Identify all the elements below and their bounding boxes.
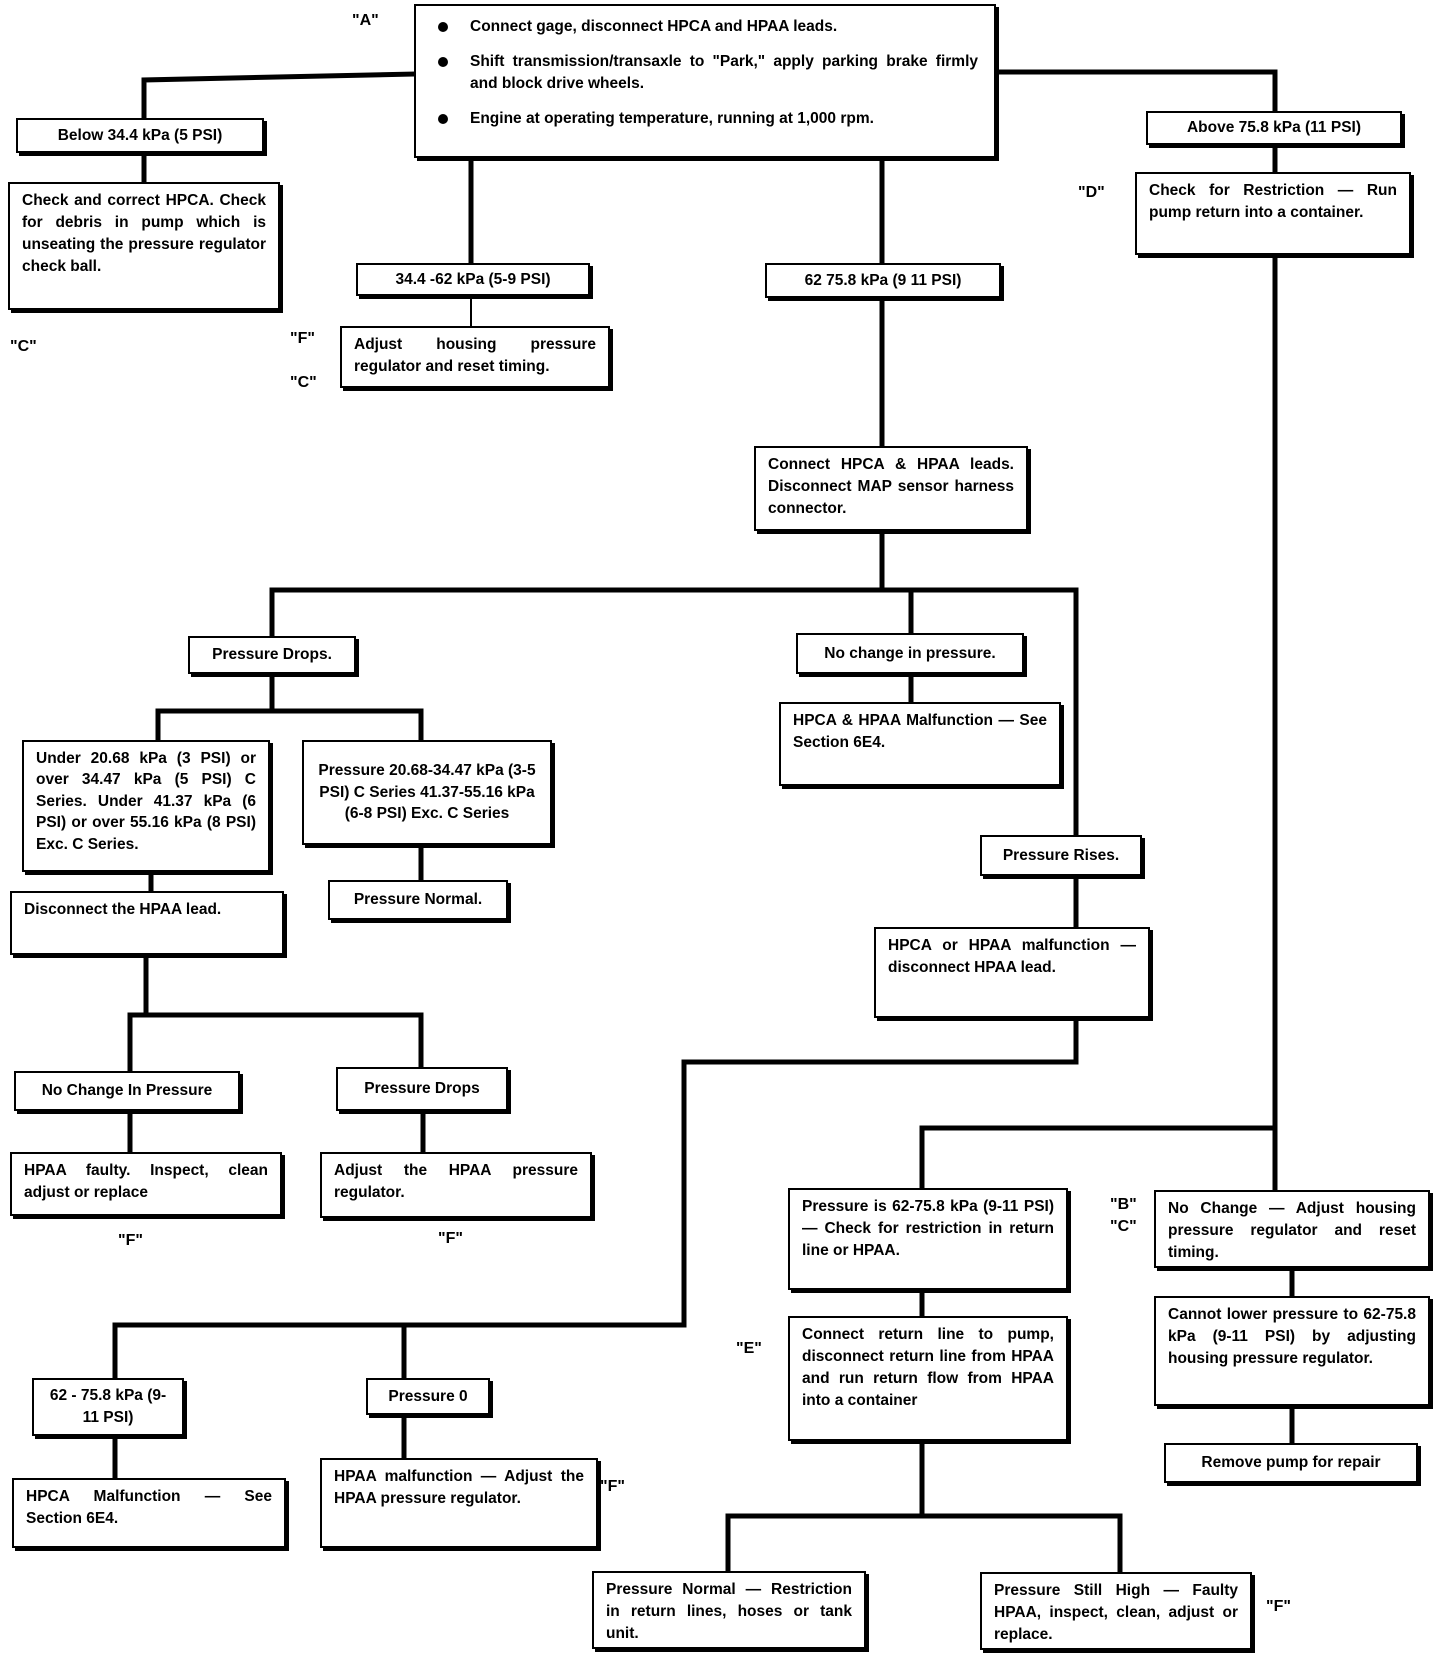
no-change-2-box: No Change In Pressure (14, 1071, 240, 1111)
ref-label-f: "F" (438, 1230, 463, 1247)
pressure-drops-2-box: Pressure Drops (336, 1067, 508, 1111)
connector-connect-return-right (919, 1513, 1123, 1575)
connector-disconnect-split (127, 952, 149, 1074)
hpca-malfunction-2-box: HPCA Malfunction — See Section 6E4. (12, 1478, 286, 1548)
connector-to-above-75 (993, 69, 1278, 114)
start-steps: Connect gage, disconnect HPCA and HPAA l… (430, 16, 978, 130)
no-change-adjust-box: No Change — Adjust housing pressure regu… (1154, 1190, 1430, 1268)
adjust-hpaa-box: Adjust the HPAA pressure regulator. (320, 1152, 592, 1218)
pressure-normal-restriction-box: Pressure Normal — Restriction in return … (592, 1571, 866, 1649)
connector-hpca-or-hpaa-down (681, 1015, 1079, 1328)
pressure-20-34-box: Pressure 20.68-34.47 kPa (3-5 PSI) C Ser… (302, 740, 552, 845)
adjust-housing-box: Adjust housing pressure regulator and re… (340, 326, 610, 388)
ref-label-c: "C" (10, 338, 37, 355)
start-box: Connect gage, disconnect HPCA and HPAA l… (414, 4, 996, 158)
under-20-box: Under 20.68 kPa (3 PSI) or over 34.47 kP… (22, 740, 270, 872)
start-step: Shift transmission/transaxle to "Park," … (430, 51, 978, 95)
connector-pressure-drops-right (269, 708, 424, 743)
below-34-box: Below 34.4 kPa (5 PSI) (16, 118, 264, 153)
check-restriction-box: Check for Restriction — Run pump return … (1135, 172, 1411, 255)
start-step: Engine at operating temperature, running… (430, 108, 978, 130)
range-62-75-b-box: 62 - 75.8 kPa (9-11 PSI) (32, 1378, 184, 1436)
pressure-0-box: Pressure 0 (366, 1378, 490, 1415)
no-change-1-box: No change in pressure. (796, 633, 1024, 674)
pressure-drops-box: Pressure Drops. (188, 636, 356, 674)
ref-label-e: "E" (736, 1340, 762, 1357)
range-34-62-box: 34.4 -62 kPa (5-9 PSI) (356, 263, 590, 296)
check-hpca-box: Check and correct HPCA. Check for debris… (8, 182, 280, 310)
ref-label-f: "F" (118, 1232, 143, 1249)
ref-label-c: "C" (290, 374, 317, 391)
pressure-is-62-box: Pressure is 62-75.8 kPa (9-11 PSI) — Che… (788, 1188, 1068, 1290)
connector-connect-leads-right (879, 587, 1079, 838)
connect-leads-box: Connect HPCA & HPAA leads. Disconnect MA… (754, 446, 1028, 531)
ref-label-a: "A" (352, 12, 379, 29)
connector-restriction-down (919, 252, 1278, 1191)
hpca-hpaa-malfunction-box: HPCA & HPAA Malfunction — See Section 6E… (779, 702, 1061, 786)
ref-label-f: "F" (1266, 1598, 1291, 1615)
cannot-lower-box: Cannot lower pressure to 62-75.8 kPa (9-… (1154, 1296, 1430, 1406)
ref-label-f: "F" (290, 330, 315, 347)
connector-disconnect-right (143, 1012, 424, 1074)
pressure-still-high-box: Pressure Still High — Faulty HPAA, inspe… (980, 1572, 1252, 1650)
start-step: Connect gage, disconnect HPCA and HPAA l… (430, 16, 978, 38)
pressure-rises-box: Pressure Rises. (980, 835, 1142, 876)
hpaa-faulty-box: HPAA faulty. Inspect, clean adjust or re… (10, 1152, 282, 1216)
ref-label-f: "F" (600, 1478, 625, 1495)
remove-pump-box: Remove pump for repair (1164, 1443, 1418, 1483)
disconnect-hpaa-box: Disconnect the HPAA lead. (10, 891, 284, 955)
pressure-normal-box: Pressure Normal. (328, 880, 508, 920)
ref-label-c: "C" (1110, 1218, 1137, 1235)
above-75-box: Above 75.8 kPa (11 PSI) (1146, 111, 1402, 145)
connect-return-box: Connect return line to pump, disconnect … (788, 1316, 1068, 1441)
connector-lower-split (112, 1322, 687, 1381)
connector-connect-return-split (725, 1438, 925, 1574)
ref-label-d: "D" (1078, 184, 1105, 201)
hpca-or-hpaa-box: HPCA or HPAA malfunction — disconnect HP… (874, 927, 1150, 1018)
hpaa-malfunction-adjust-box: HPAA malfunction — Adjust the HPAA press… (320, 1458, 598, 1548)
connector-to-below-34 (141, 71, 417, 121)
ref-label-b: "B" (1110, 1196, 1137, 1213)
connector-pressure-drops-split (155, 671, 275, 743)
connector-connect-leads-split (269, 528, 885, 639)
range-62-75-box: 62 75.8 kPa (9 11 PSI) (765, 263, 1001, 298)
